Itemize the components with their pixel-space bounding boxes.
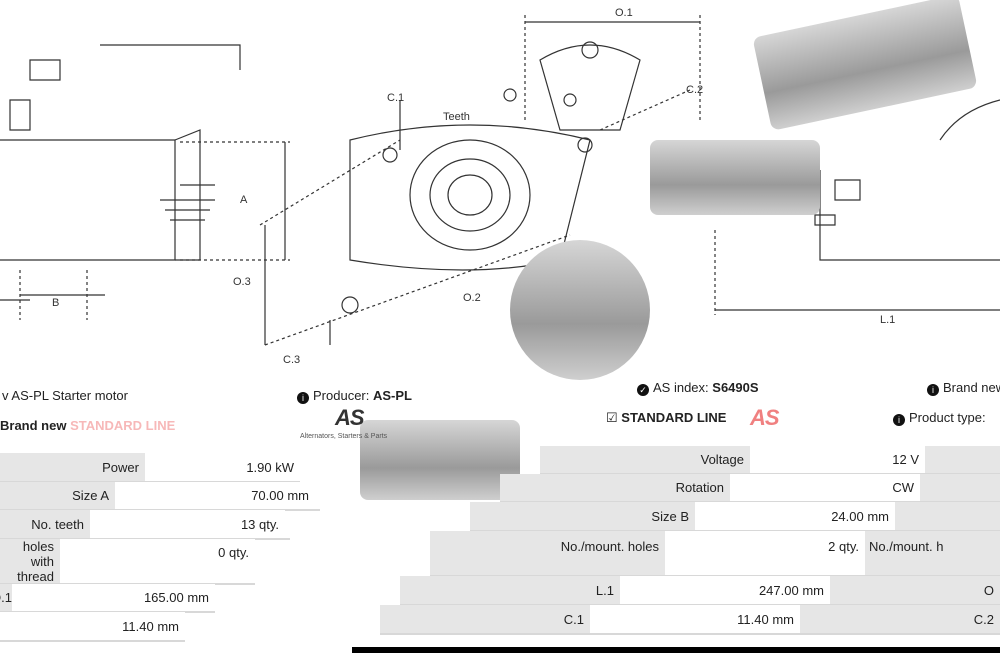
spec-extra: [895, 502, 1000, 530]
dim-c1: C.1: [387, 92, 405, 104]
spec-value: 1.90 kW: [145, 453, 300, 481]
tag-icon: ✓: [637, 384, 649, 396]
spec-extra: No./mount. h: [865, 531, 1000, 575]
standard-line-faded: STANDARD LINE: [70, 418, 176, 433]
info-icon: i: [297, 392, 309, 404]
info-icon: i: [927, 384, 939, 396]
product-photo-front: [510, 240, 650, 380]
spec-label: L.1: [400, 576, 620, 604]
table-row: 11.40 mm: [0, 612, 185, 642]
as-pl-logo: AS: [335, 405, 365, 430]
info-icon: i: [893, 414, 905, 426]
dim-c2: C.2: [686, 84, 704, 96]
product-title: v AS-PL Starter motor: [2, 388, 128, 403]
product-photo-side: [650, 140, 820, 215]
spec-value: 2 qty.: [665, 531, 865, 575]
spec-value: 11.40 mm: [0, 612, 185, 640]
check-icon: ☑: [606, 410, 618, 425]
spec-value: 12 V: [750, 446, 925, 473]
brand-new-left: Brand new STANDARD LINE: [0, 418, 176, 433]
dim-o1: O.1: [615, 7, 633, 19]
spec-label: C.1: [380, 605, 590, 633]
spec-label: Rotation: [500, 474, 730, 501]
spec-label: holes with thread: [0, 539, 60, 584]
spec-label: No./mount. holes: [430, 531, 665, 575]
spec-extra: C.2: [800, 605, 1000, 633]
spec-label: Size B: [470, 502, 695, 530]
spec-label: Size A: [0, 482, 115, 509]
dim-o2: O.2: [463, 292, 481, 304]
spec-extra: [920, 474, 1000, 501]
dim-a: A: [240, 194, 248, 206]
spec-extra: O: [830, 576, 1000, 604]
spec-value: 165.00 mm: [12, 584, 215, 611]
spec-value: 70.00 mm: [115, 482, 315, 509]
dim-b: B: [52, 297, 60, 309]
spec-extra: [925, 446, 1000, 473]
dim-teeth: Teeth: [443, 111, 470, 123]
spec-label: No. teeth: [0, 510, 90, 538]
product-photo-body: [360, 420, 520, 500]
spec-value: CW: [730, 474, 920, 501]
dim-l1: L.1: [880, 314, 896, 326]
spec-label: O.1: [0, 584, 12, 611]
spec-value: 11.40 mm: [590, 605, 800, 633]
dim-o3: O.3: [233, 276, 251, 288]
spec-label: Voltage: [540, 446, 750, 473]
as-index: ✓AS index: S6490S: [637, 380, 759, 396]
spec-value: 13 qty.: [90, 510, 285, 538]
spec-value: 0 qty.: [60, 539, 255, 583]
spec-value: 24.00 mm: [695, 502, 895, 530]
dim-c3: C.3: [283, 354, 301, 366]
spec-label: Power: [0, 453, 145, 481]
as-logo-red: AS: [750, 405, 780, 430]
bottom-bar: [352, 647, 1000, 653]
standard-line: ☑ STANDARD LINE: [606, 410, 727, 425]
logo-tagline: Alternators, Starters & Parts: [300, 433, 388, 440]
spec-value: 247.00 mm: [620, 576, 830, 604]
